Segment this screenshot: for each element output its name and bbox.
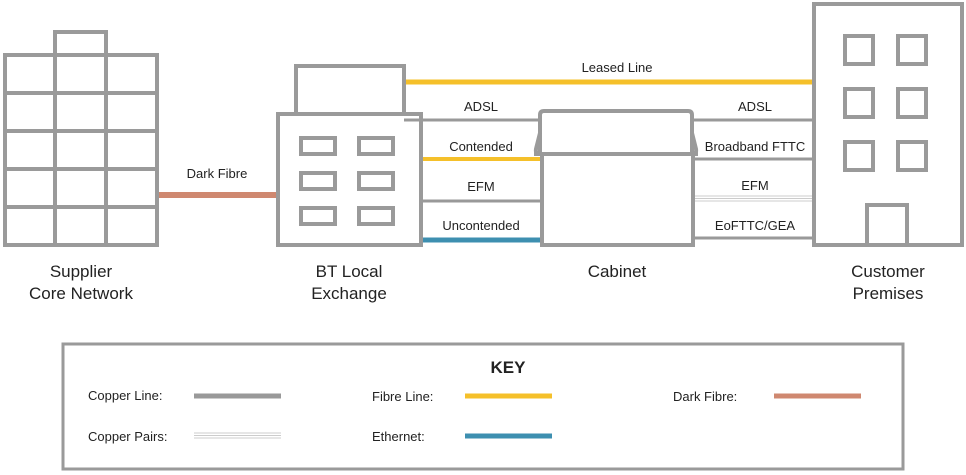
supplier-building-icon — [3, 30, 159, 247]
key-ethernet-label: Ethernet: — [372, 429, 425, 444]
cabinet-icon — [533, 109, 699, 247]
exchange-label-line1: BT Local — [316, 262, 383, 281]
supplier-label-line2: Core Network — [29, 284, 133, 303]
exchange-building-icon — [276, 64, 423, 247]
dark-fibre-label: Dark Fibre — [187, 166, 248, 181]
broadband-fttc-label: Broadband FTTC — [705, 139, 805, 154]
customer-label-line1: Customer — [851, 262, 925, 281]
supplier-label-line1: Supplier — [50, 262, 113, 281]
customer-label-line2: Premises — [853, 284, 924, 303]
node-labels: Supplier Core Network BT Local Exchange … — [29, 262, 925, 303]
key-copper-line-label: Copper Line: — [88, 388, 162, 403]
line-labels: Dark Fibre Leased Line ADSL Contended EF… — [187, 60, 806, 233]
key-dark-fibre-label: Dark Fibre: — [673, 389, 737, 404]
key-box: KEY Copper Line: Copper Pairs: Fibre Lin… — [61, 342, 905, 471]
adsl-right-label: ADSL — [738, 99, 772, 114]
cabinet-label: Cabinet — [588, 262, 647, 281]
efm-right-copper-pairs — [693, 195, 814, 202]
key-copper-pairs-swatch — [194, 432, 281, 439]
adsl-left-label: ADSL — [464, 99, 498, 114]
leased-line-label: Leased Line — [582, 60, 653, 75]
key-copper-pairs-label: Copper Pairs: — [88, 429, 167, 444]
eofttc-gea-label: EoFTTC/GEA — [715, 218, 796, 233]
key-fibre-line-label: Fibre Line: — [372, 389, 433, 404]
efm-left-label: EFM — [467, 179, 494, 194]
uncontended-label: Uncontended — [442, 218, 519, 233]
connection-lines — [157, 79, 814, 243]
customer-building-icon — [812, 2, 964, 247]
exchange-label-line2: Exchange — [311, 284, 387, 303]
key-title: KEY — [491, 358, 527, 377]
efm-right-label: EFM — [741, 178, 768, 193]
contended-label: Contended — [449, 139, 513, 154]
